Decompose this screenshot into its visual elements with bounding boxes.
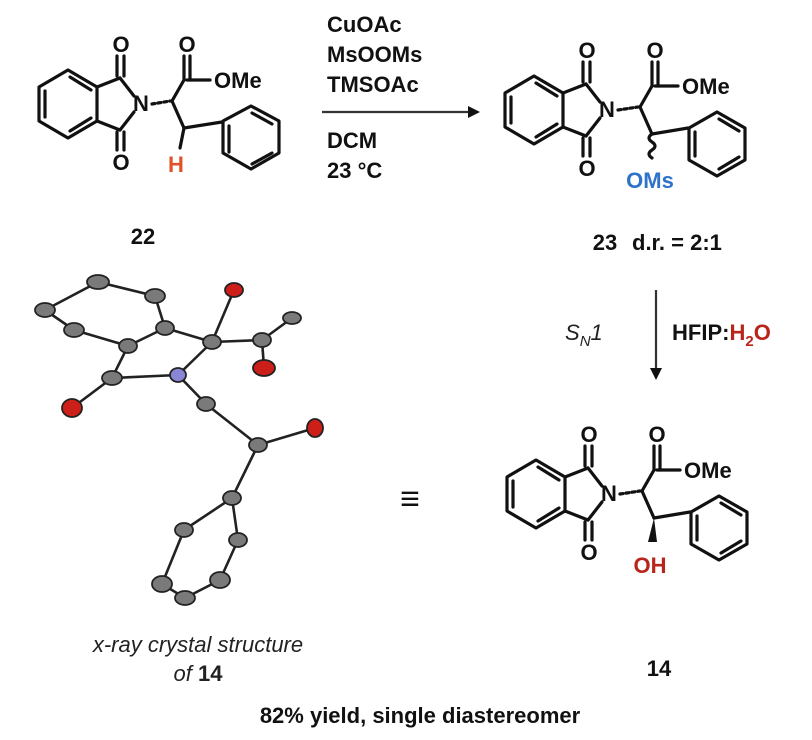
compound-14-label: 14 bbox=[647, 656, 672, 681]
compound-22-label: 22 bbox=[131, 224, 155, 249]
conditions-step1: CuOAc MsOOMs TMSOAc DCM 23 °C bbox=[322, 12, 480, 183]
side-chain-22 bbox=[170, 54, 224, 150]
c23-ester-o: O bbox=[646, 38, 663, 63]
side-chain-14 bbox=[640, 444, 692, 542]
c23-highlight-oms: OMs bbox=[626, 168, 674, 193]
reagent-tmsoac: TMSOAc bbox=[327, 72, 419, 97]
phenyl-ring-22 bbox=[221, 104, 281, 171]
c23-carbonyl-o-bottom: O bbox=[578, 156, 595, 181]
benzene-ring-14 bbox=[505, 458, 567, 530]
benzene-ring-22 bbox=[37, 68, 99, 140]
compound-23-structure: O O N O OMe OMs bbox=[503, 38, 747, 193]
c22-ester-ome: OMe bbox=[214, 68, 262, 93]
c23-carbonyl-o-top: O bbox=[578, 38, 595, 63]
c22-carbonyl-o-bottom: O bbox=[112, 150, 129, 175]
c14-carbonyl-o-top: O bbox=[580, 422, 597, 447]
temperature: 23 °C bbox=[327, 158, 382, 183]
benzene-ring-23 bbox=[503, 74, 565, 146]
phenyl-ring-14 bbox=[689, 494, 749, 562]
side-chain-23 bbox=[638, 60, 690, 160]
c22-ester-o: O bbox=[178, 32, 195, 57]
c14-wedge-bond bbox=[648, 518, 657, 542]
c23-hashed-bond bbox=[616, 105, 640, 112]
reagent-msooms: MsOOMs bbox=[327, 42, 422, 67]
equivalence-symbol: ≡ bbox=[400, 480, 420, 518]
compound-23-label: 23 bbox=[593, 230, 617, 255]
compound-14-structure: O O N O OMe OH bbox=[505, 422, 749, 578]
imide-ring-14 bbox=[563, 444, 604, 542]
reagent-cuoac: CuOAc bbox=[327, 12, 402, 37]
c14-ester-o: O bbox=[648, 422, 665, 447]
compound-23-dr: d.r. = 2:1 bbox=[632, 230, 722, 255]
xray-caption-line1: x-ray crystal structure bbox=[92, 632, 303, 657]
c22-carbonyl-o-top: O bbox=[112, 32, 129, 57]
summary-yield: 82% yield, single diastereomer bbox=[260, 703, 581, 728]
solvent-hfip-h2o: HFIP:H2O bbox=[672, 320, 771, 350]
phenyl-ring-23 bbox=[687, 110, 747, 178]
c14-nitrogen: N bbox=[601, 481, 617, 506]
xray-caption-line2: of 14 bbox=[174, 661, 224, 686]
solvent-dcm: DCM bbox=[327, 128, 377, 153]
c23-wavy-bond bbox=[647, 132, 657, 160]
xray-atoms bbox=[34, 274, 324, 606]
xray-bonds bbox=[43, 280, 317, 600]
c22-nitrogen: N bbox=[133, 91, 149, 116]
c14-highlight-oh: OH bbox=[634, 553, 667, 578]
c22-hashed-bond bbox=[150, 99, 172, 106]
mechanism-sn1: SN1 bbox=[565, 320, 603, 350]
c23-nitrogen: N bbox=[599, 97, 615, 122]
c14-ester-ome: OMe bbox=[684, 458, 732, 483]
imide-ring-23 bbox=[561, 60, 602, 158]
xray-structure bbox=[34, 274, 324, 606]
c14-hashed-bond bbox=[618, 489, 642, 496]
imide-ring-22 bbox=[95, 54, 136, 152]
c22-highlight-h: H bbox=[168, 152, 184, 177]
compound-22-structure: O O N O OMe H bbox=[37, 32, 281, 177]
c23-ester-ome: OMe bbox=[682, 74, 730, 99]
conditions-step2: SN1 HFIP:H2O bbox=[565, 290, 771, 380]
c14-carbonyl-o-bottom: O bbox=[580, 540, 597, 565]
